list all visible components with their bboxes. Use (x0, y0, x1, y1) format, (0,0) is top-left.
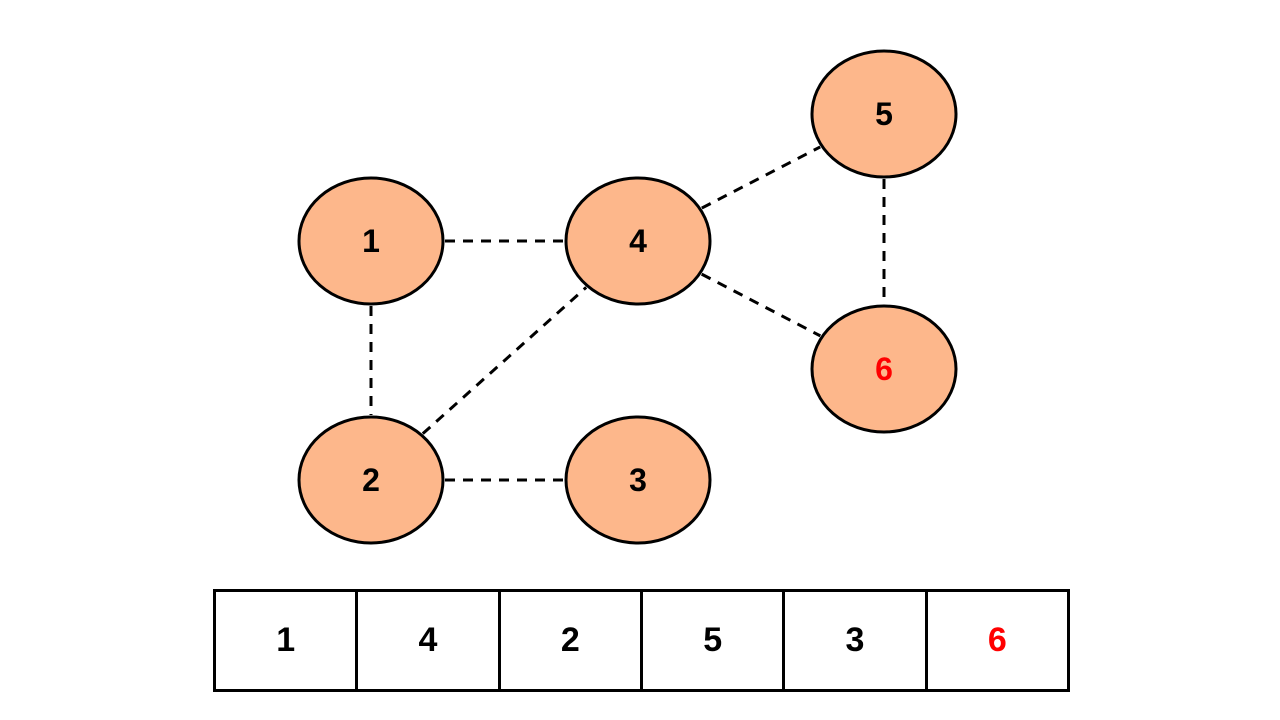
node-5-label: 5 (875, 96, 893, 132)
order-cell-1: 1 (216, 592, 359, 689)
node-3: 3 (564, 415, 712, 545)
edge-4-5 (701, 145, 821, 210)
node-5-circle (810, 49, 958, 179)
edge-2-4 (421, 286, 588, 435)
node-6-label: 6 (875, 351, 893, 387)
node-1-circle (297, 176, 445, 306)
node-3-label: 3 (629, 462, 647, 498)
node-4-circle (564, 176, 712, 306)
node-4: 4 (564, 176, 712, 306)
visit-order-strip: 1 4 2 5 3 6 (213, 589, 1070, 692)
nodes-layer: 1 2 3 4 5 6 (297, 49, 958, 545)
node-5: 5 (810, 49, 958, 179)
order-cell-4: 5 (643, 592, 786, 689)
node-2-circle (297, 415, 445, 545)
edges-layer (369, 145, 886, 482)
order-cell-2: 4 (358, 592, 501, 689)
node-1: 1 (297, 176, 445, 306)
order-cell-5: 3 (785, 592, 928, 689)
node-2: 2 (297, 415, 445, 545)
node-1-label: 1 (362, 223, 380, 259)
order-cell-6: 6 (987, 621, 1007, 659)
node-2-label: 2 (362, 462, 380, 498)
node-6: 6 (810, 304, 958, 434)
node-3-circle (564, 415, 712, 545)
edge-4-6 (700, 272, 822, 338)
node-6-circle (810, 304, 958, 434)
node-4-label: 4 (629, 223, 647, 259)
order-cell-3: 2 (501, 592, 643, 689)
